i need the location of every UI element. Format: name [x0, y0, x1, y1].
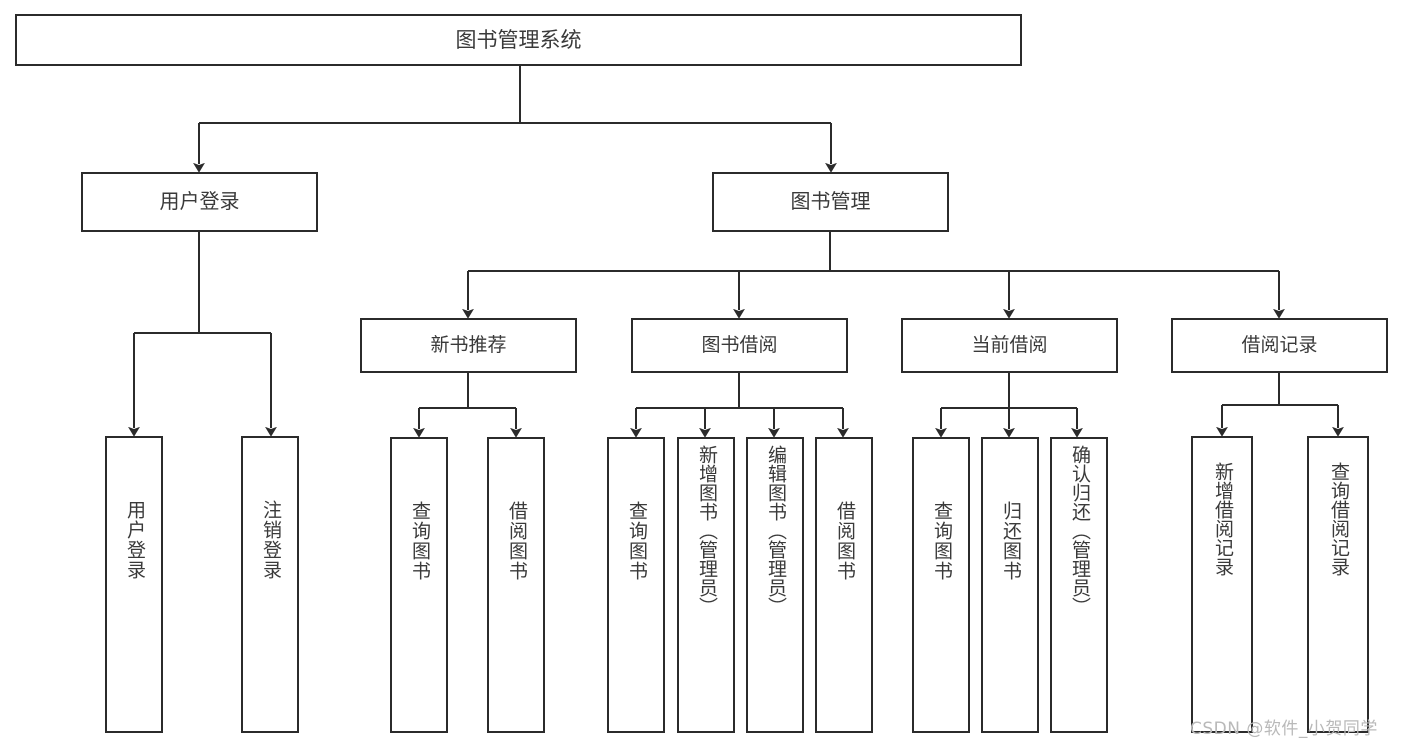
node-label: 图书管理系统 — [455, 27, 582, 52]
node-label: 新增图书（管理员） — [695, 445, 718, 616]
node-leaf-add-book[interactable]: 新增图书（管理员） — [677, 437, 735, 733]
node-label: 图书借阅 — [701, 334, 778, 357]
node-user-login[interactable]: 用户登录 — [81, 172, 318, 232]
node-label: 新增借阅记录 — [1211, 462, 1234, 576]
node-label: 归还图书 — [999, 501, 1022, 581]
node-label: 编辑图书（管理员） — [764, 445, 787, 616]
node-borrow-record[interactable]: 借阅记录 — [1171, 318, 1388, 373]
node-leaf-user-login[interactable]: 用户登录 — [105, 436, 163, 733]
node-leaf-add-borrow-record[interactable]: 新增借阅记录 — [1191, 436, 1253, 733]
node-leaf-edit-book[interactable]: 编辑图书（管理员） — [746, 437, 804, 733]
node-book-manage[interactable]: 图书管理 — [712, 172, 949, 232]
node-label: 查询图书 — [408, 501, 431, 581]
node-label: 查询图书 — [930, 501, 953, 581]
node-label: 注销登录 — [259, 500, 282, 580]
node-leaf-query-book-current[interactable]: 查询图书 — [912, 437, 970, 733]
node-leaf-query-book-borrow[interactable]: 查询图书 — [607, 437, 665, 733]
node-label: 图书管理 — [790, 189, 871, 214]
csdn-watermark: CSDN @软件_小贺同学 — [1190, 719, 1378, 739]
node-leaf-borrow-book-borrow[interactable]: 借阅图书 — [815, 437, 873, 733]
node-root-book-management-system[interactable]: 图书管理系统 — [15, 14, 1022, 66]
node-leaf-query-borrow-record[interactable]: 查询借阅记录 — [1307, 436, 1369, 733]
node-label: 新书推荐 — [430, 334, 507, 357]
node-label: 查询图书 — [625, 501, 648, 581]
node-leaf-borrow-book-recommend[interactable]: 借阅图书 — [487, 437, 545, 733]
node-label: 查询借阅记录 — [1327, 462, 1350, 576]
node-label: 用户登录 — [159, 189, 240, 214]
node-label: 当前借阅 — [971, 334, 1048, 357]
node-label: 借阅记录 — [1241, 334, 1318, 357]
node-book-borrow[interactable]: 图书借阅 — [631, 318, 848, 373]
node-current-borrow[interactable]: 当前借阅 — [901, 318, 1118, 373]
node-label: 借阅图书 — [833, 501, 856, 581]
node-leaf-confirm-return[interactable]: 确认归还（管理员） — [1050, 437, 1108, 733]
node-label: 确认归还（管理员） — [1068, 445, 1091, 616]
node-leaf-return-book[interactable]: 归还图书 — [981, 437, 1039, 733]
node-leaf-logout-login[interactable]: 注销登录 — [241, 436, 299, 733]
node-label: 用户登录 — [123, 500, 146, 580]
node-leaf-query-book-recommend[interactable]: 查询图书 — [390, 437, 448, 733]
node-label: 借阅图书 — [505, 501, 528, 581]
node-new-book-recommend[interactable]: 新书推荐 — [360, 318, 577, 373]
